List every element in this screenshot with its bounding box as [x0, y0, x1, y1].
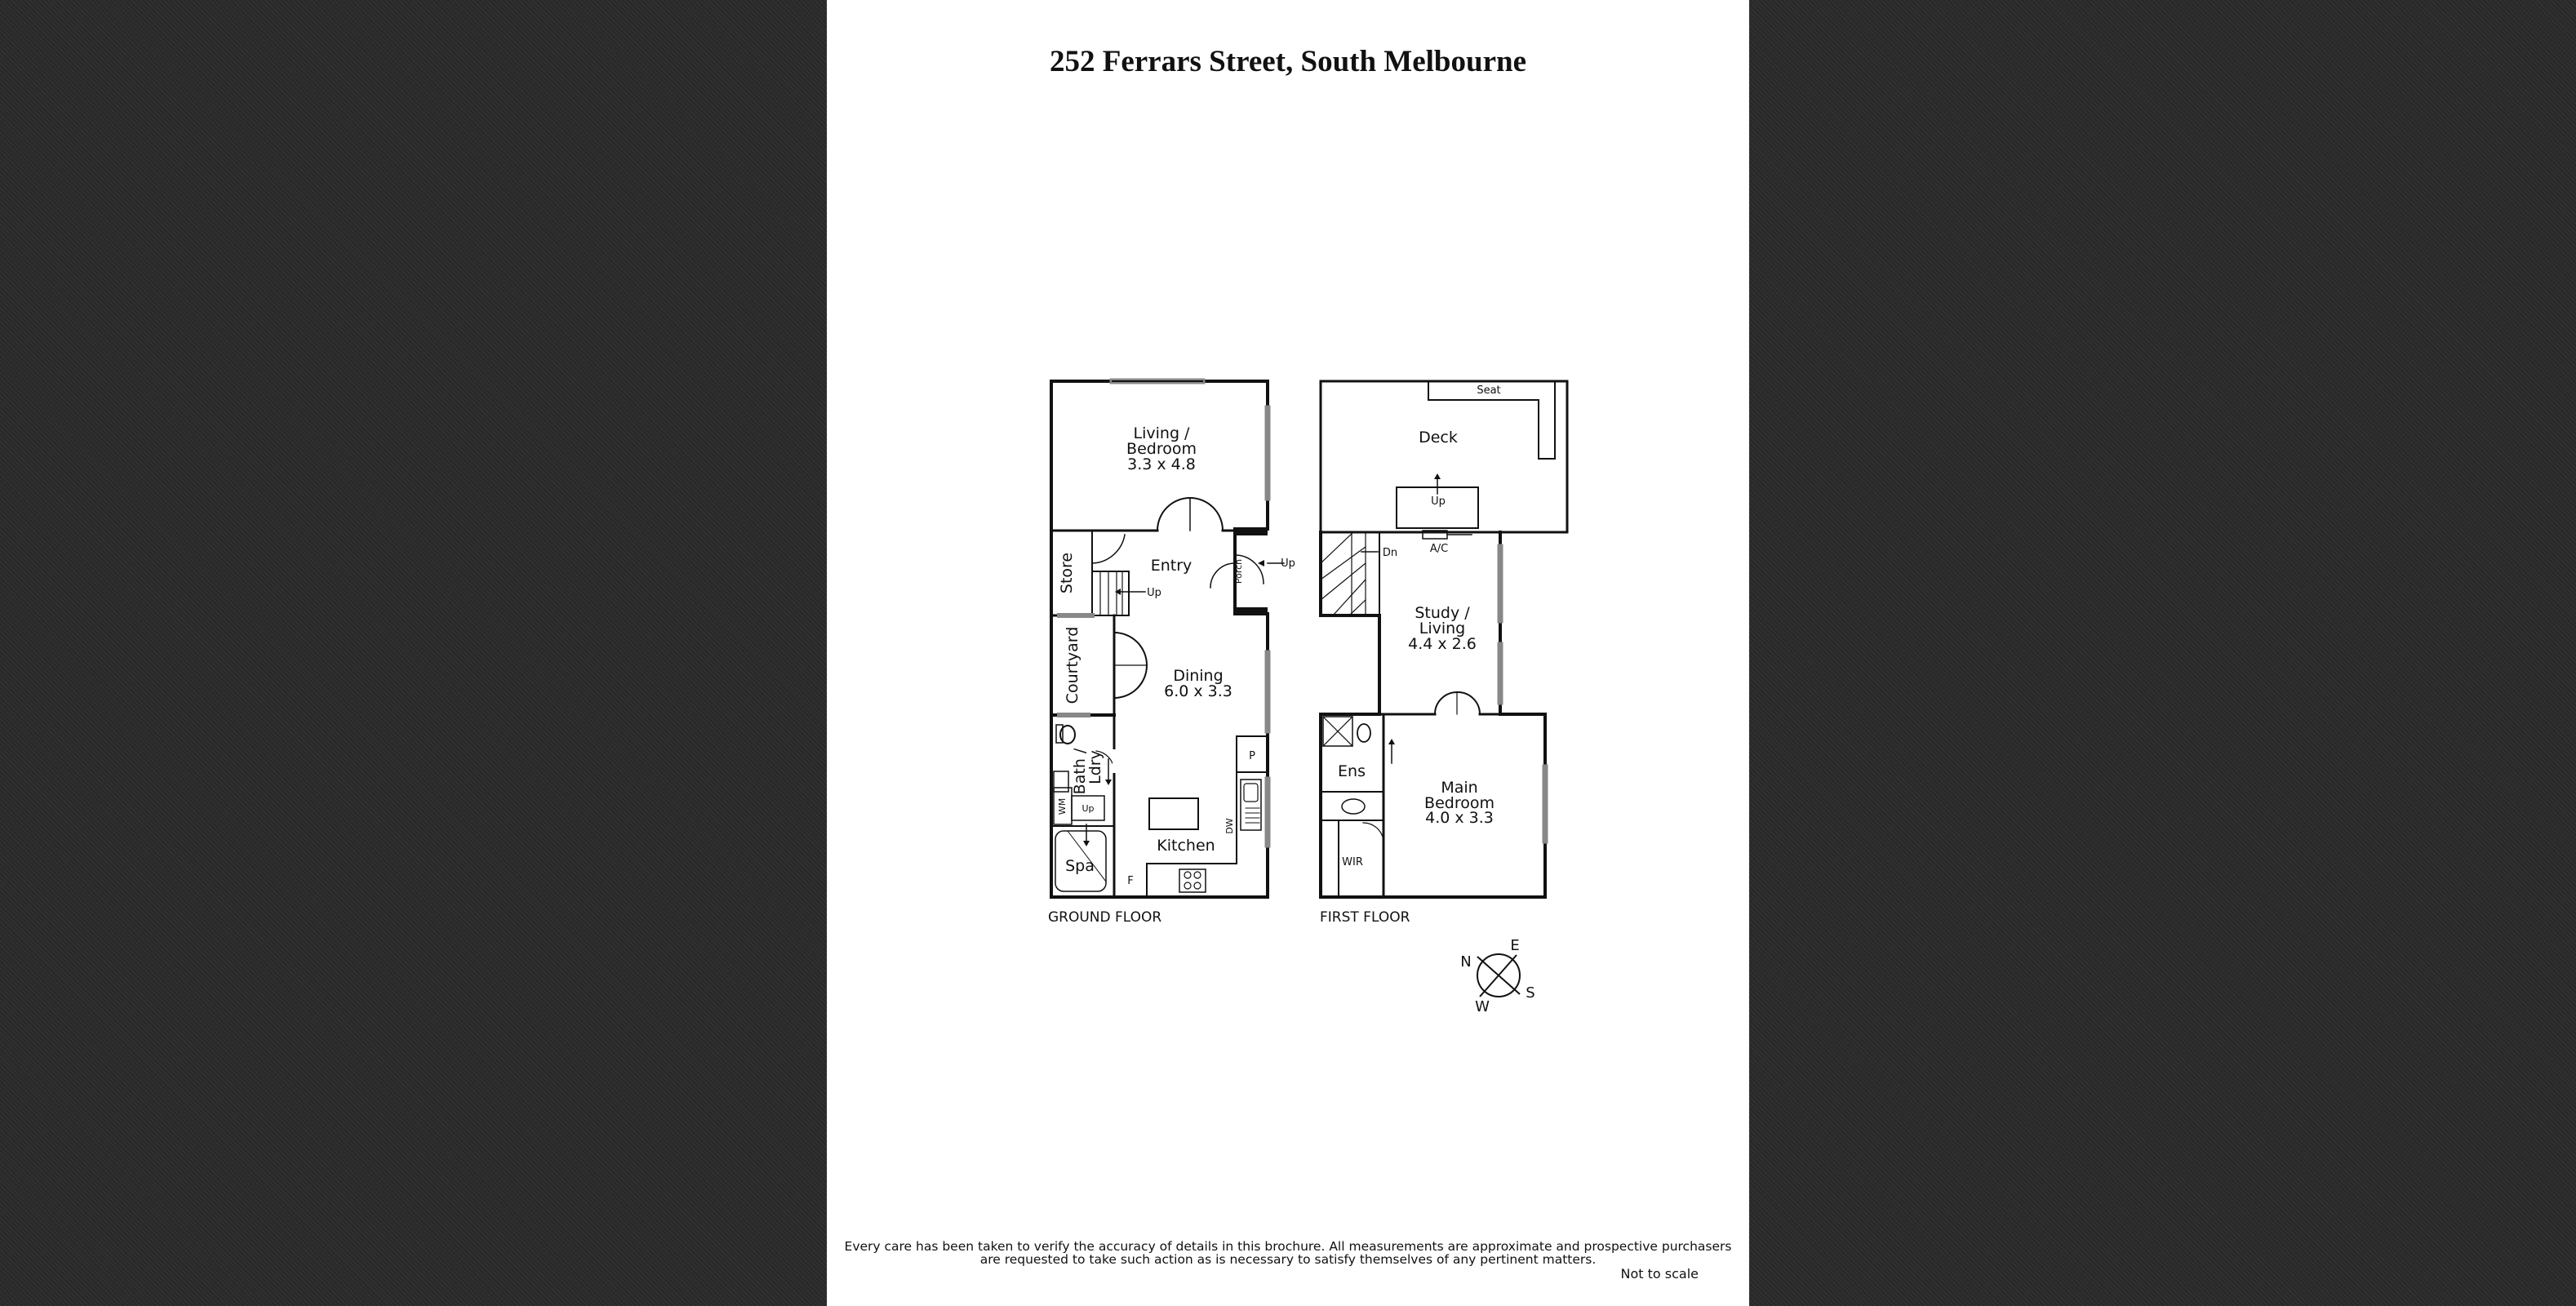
- room-courtyard: Courtyard: [1064, 627, 1081, 704]
- room-kitchen: Kitchen: [1157, 837, 1215, 855]
- label-porch-up: Up: [1281, 557, 1295, 570]
- room-ens: Ens: [1338, 762, 1366, 780]
- room-main-name-2: Bedroom: [1424, 794, 1495, 812]
- room-study-name-1: Study /: [1415, 604, 1470, 622]
- label-stair-up: Up: [1147, 587, 1161, 599]
- ground-floor-plan: [1050, 378, 1285, 899]
- not-to-scale-note: Not to scale: [1620, 1266, 1699, 1282]
- room-main-dims: 4.0 x 3.3: [1425, 809, 1494, 827]
- first-floor-plan: [1319, 380, 1569, 899]
- label-wm: WM: [1057, 798, 1068, 815]
- room-dining-name: Dining: [1173, 667, 1223, 685]
- room-living-name-2: Bedroom: [1126, 440, 1197, 458]
- label-pantry: P: [1249, 750, 1255, 762]
- label-bath-up: Up: [1081, 803, 1094, 814]
- compass-rose: [1477, 953, 1521, 997]
- room-ldry: Ldry: [1086, 750, 1104, 784]
- label-fridge: F: [1127, 875, 1133, 887]
- label-wir: WIR: [1342, 856, 1363, 868]
- room-main-name-1: Main: [1441, 779, 1477, 797]
- compass-s: S: [1526, 984, 1534, 1002]
- first-floor-label: FIRST FLOOR: [1320, 909, 1410, 926]
- disclaimer-line-1: Every care has been taken to verify the …: [844, 1239, 1732, 1254]
- room-store: Store: [1058, 553, 1076, 593]
- label-ac: A/C: [1430, 543, 1448, 555]
- room-spa: Spa: [1065, 857, 1095, 875]
- compass-e: E: [1510, 937, 1519, 954]
- room-living-name-1: Living /: [1134, 424, 1191, 442]
- room-living-dims: 3.3 x 4.8: [1127, 455, 1196, 473]
- label-stair-dn: Dn: [1383, 547, 1397, 559]
- disclaimer-line-2: are requested to take such action as is …: [979, 1252, 1597, 1267]
- document-page: 252 Ferrars Street, South Melbourne: [827, 0, 1749, 1306]
- compass-n: N: [1460, 953, 1471, 971]
- label-seat: Seat: [1477, 384, 1500, 397]
- ground-floor-label: GROUND FLOOR: [1048, 909, 1161, 926]
- label-porch: Porch: [1233, 559, 1244, 584]
- compass-w: W: [1475, 998, 1490, 1015]
- floor-plan-drawing: Living / Bedroom 3.3 x 4.8 Entry Store C…: [1048, 378, 1569, 1015]
- label-dw: DW: [1224, 818, 1235, 833]
- room-entry: Entry: [1151, 557, 1193, 575]
- room-dining-dims: 6.0 x 3.3: [1164, 682, 1232, 700]
- room-study-name-2: Living: [1419, 620, 1466, 637]
- page-title: 252 Ferrars Street, South Melbourne: [1049, 45, 1526, 78]
- disclaimer: Every care has been taken to verify the …: [843, 1240, 1733, 1266]
- room-deck: Deck: [1419, 429, 1458, 446]
- room-study-dims: 4.4 x 2.6: [1408, 635, 1477, 653]
- room-bath: Bath /: [1071, 748, 1089, 794]
- label-deck-up: Up: [1431, 495, 1446, 508]
